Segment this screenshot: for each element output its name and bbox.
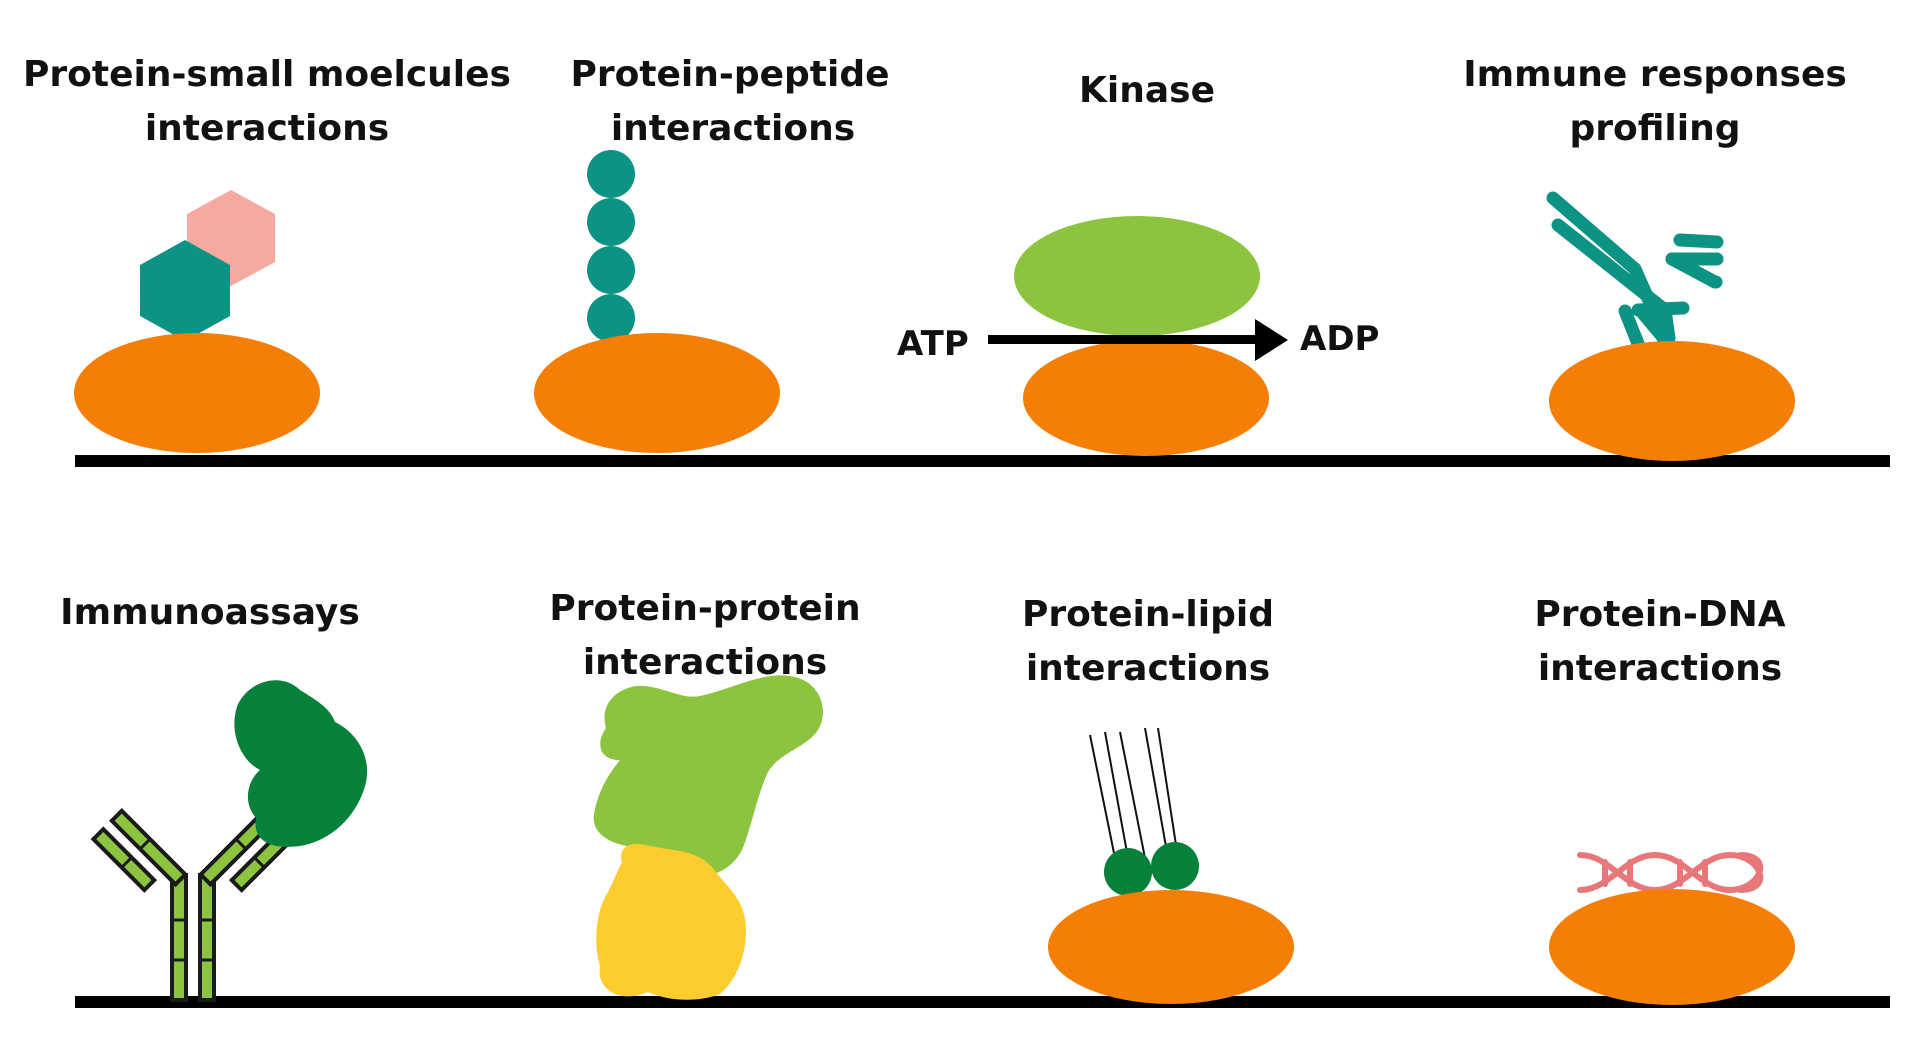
antigen-blob [234, 680, 368, 847]
lipid-head-1 [1104, 848, 1152, 896]
peptide-title-line1: Protein-peptide [570, 54, 889, 95]
panel-lipid: Protein-lipid interactions [1022, 594, 1294, 1004]
green-protein-blob [593, 675, 823, 875]
bottom-surface-line [75, 996, 1890, 1008]
panel-immunoassays: Immunoassays [60, 592, 368, 1002]
panel-immune-profiling: Immune responses profiling [1463, 54, 1847, 461]
immune-profiling-title-line2: profiling [1569, 108, 1740, 149]
small-molecules-title-line2: interactions [145, 108, 389, 149]
protein-ellipse-3 [1023, 340, 1269, 456]
top-surface-line [75, 455, 1890, 467]
kinase-enzyme [1014, 216, 1260, 336]
dna-title-line2: interactions [1538, 648, 1782, 689]
antibody-y-icon [90, 807, 296, 1002]
atp-label: ATP [897, 324, 969, 364]
small-molecules-title-line1: Protein-small moelcules [23, 54, 511, 95]
protein-ellipse-2 [534, 333, 780, 453]
kinase-title: Kinase [1079, 70, 1215, 111]
panel-small-molecules: Protein-small moelcules interactions [23, 54, 511, 453]
peptide-bead-3 [587, 246, 635, 294]
protein-ellipse-7 [1048, 890, 1294, 1004]
peptide-bead-2 [587, 198, 635, 246]
panel-protein-protein: Protein-protein interactions [549, 588, 861, 1000]
panel-dna: Protein-DNA interactions [1534, 594, 1795, 1005]
reaction-arrow-shaft [988, 335, 1260, 344]
protein-protein-title-line1: Protein-protein [549, 588, 860, 629]
panel-kinase: Kinase ATP ADP [897, 70, 1379, 456]
protein-ellipse-1 [74, 333, 320, 453]
teal-hexagon-molecule [140, 240, 230, 341]
immune-profiling-title-line1: Immune responses [1463, 54, 1847, 95]
lipid-tails [1089, 727, 1179, 859]
dna-helix-icon [1577, 851, 1764, 894]
panel-peptide: Protein-peptide interactions [534, 54, 890, 453]
protein-ellipse-8 [1549, 889, 1795, 1005]
antibody-teal-icon [1546, 191, 1724, 358]
yellow-protein-blob [596, 843, 746, 1000]
lipid-head-2 [1151, 842, 1199, 890]
immunoassays-title: Immunoassays [60, 592, 360, 633]
lipid-title-line1: Protein-lipid [1022, 594, 1274, 635]
reaction-arrow-head [1255, 319, 1288, 361]
dna-title-line1: Protein-DNA [1534, 594, 1785, 635]
peptide-bead-4 [587, 294, 635, 342]
lipid-title-line2: interactions [1026, 648, 1270, 689]
peptide-title-line2: interactions [611, 108, 855, 149]
protein-ellipse-4 [1549, 341, 1795, 461]
peptide-bead-1 [587, 150, 635, 198]
adp-label: ADP [1300, 319, 1379, 359]
